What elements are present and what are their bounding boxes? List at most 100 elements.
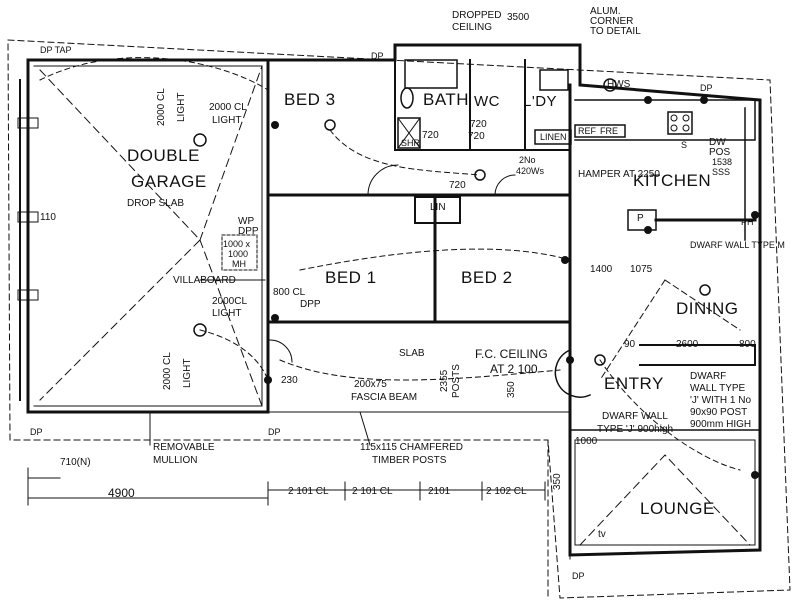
dimension: 2 101 CL — [288, 486, 329, 497]
note: 90x90 POST — [690, 407, 748, 418]
note: POS — [709, 147, 731, 158]
manhole — [221, 234, 258, 271]
dimension: 720 — [449, 180, 466, 191]
note: DW — [709, 137, 726, 148]
dimension: 1000 — [575, 436, 598, 447]
dimension: 350 — [552, 473, 563, 490]
note: DP — [572, 571, 585, 581]
note: ALUM. — [590, 6, 621, 17]
note: F.C. CEILING — [475, 347, 548, 361]
note: 1000 — [228, 249, 249, 259]
dimension: 3500 — [507, 12, 530, 23]
note: DP TAP — [40, 45, 72, 55]
dimension: 2 102 CL — [486, 486, 527, 497]
note: SHR — [401, 138, 421, 148]
note: LIGHT — [176, 92, 187, 122]
room-label-dining: DINING — [676, 299, 739, 318]
note: DROP SLAB — [127, 198, 185, 209]
room-label-entry: ENTRY — [604, 374, 664, 393]
room-label-bed1: BED 1 — [325, 268, 377, 287]
note: WALL TYPE — [690, 383, 746, 394]
note: DPP — [300, 299, 321, 310]
note: 2No — [519, 155, 536, 165]
note: FASCIA BEAM — [351, 392, 418, 403]
note: HWS — [607, 79, 631, 90]
dimension: 720 — [470, 119, 487, 130]
note: REF — [578, 126, 596, 136]
dimension: 2101 — [428, 486, 451, 497]
note: LINEN — [540, 132, 567, 142]
note: DWARF — [690, 371, 727, 382]
note: SLAB — [399, 348, 425, 359]
dimension: 2 101 CL — [352, 486, 393, 497]
note: DWARF WALL TYPE M — [690, 240, 785, 250]
note: 200x75 — [354, 379, 387, 390]
note: TO DETAIL — [590, 26, 641, 37]
note: TIMBER POSTS — [372, 455, 447, 466]
lounge-diagonal — [579, 454, 751, 546]
dimension: 110 — [40, 212, 56, 223]
note: 2000 CL — [156, 88, 167, 126]
dimension: 90 — [624, 339, 636, 350]
dimension: 1075 — [630, 264, 653, 275]
note: LIGHT — [182, 358, 193, 388]
dimension: 230 — [281, 375, 298, 386]
room-label-lounge: LOUNGE — [640, 499, 715, 518]
room-label-bed2: BED 2 — [461, 268, 513, 287]
note: LIGHT — [212, 115, 242, 126]
note: tv — [598, 529, 606, 540]
note: WP — [238, 216, 255, 227]
room-label-ldy: L'DY — [523, 93, 558, 110]
note: POSTS — [451, 364, 462, 398]
dimension: 2600 — [676, 339, 699, 350]
dimension: 4900 — [108, 486, 135, 500]
garage-diagonal — [39, 65, 263, 407]
note: SSS — [712, 167, 731, 177]
note: DPP — [238, 226, 259, 237]
note: REMOVABLE — [153, 442, 215, 453]
note: LIGHT — [212, 308, 242, 319]
note: DWARF WALL — [602, 411, 668, 422]
note: 420Ws — [516, 166, 545, 176]
dimension: 350 — [506, 381, 517, 398]
dim-line — [27, 467, 61, 491]
note: CORNER — [590, 16, 634, 27]
house-wall — [266, 43, 762, 557]
note: LIN — [430, 202, 446, 213]
dimension: 800 — [739, 339, 756, 350]
note: DROPPED — [452, 10, 502, 21]
site-boundary — [7, 39, 791, 599]
dimension: 720 — [468, 131, 485, 142]
note: TYPE 'J' 900high — [597, 424, 674, 435]
dimension: 720 — [422, 130, 439, 141]
note: DP — [700, 83, 713, 93]
dimension: 710(N) — [60, 457, 91, 468]
kitchen-bench — [574, 99, 756, 141]
room-label-garage: DOUBLE — [127, 146, 200, 165]
room-label-bed3: BED 3 — [284, 90, 336, 109]
note: MULLION — [153, 455, 198, 466]
light-points — [193, 78, 711, 366]
note: DP — [30, 427, 43, 437]
note: DP — [268, 427, 281, 437]
note: S — [681, 140, 688, 150]
note: AT 2 100 — [490, 362, 538, 376]
note: 'J' WITH 1 No — [690, 395, 752, 406]
dimension: 2355 — [439, 369, 450, 392]
note: 2000CL — [212, 296, 248, 307]
dimension: 1400 — [590, 264, 613, 275]
note: P — [637, 213, 644, 224]
note: 1000 x — [223, 239, 251, 249]
note: HAMPER AT 2250 — [578, 169, 660, 180]
dimension: 1538 — [712, 157, 733, 167]
note: 800 CL — [273, 287, 306, 298]
note: 115x115 CHAMFERED — [360, 442, 463, 453]
note: CEILING — [452, 22, 493, 33]
note: DP — [371, 51, 384, 61]
door-swing — [367, 164, 399, 196]
room-label-garage-2: GARAGE — [131, 172, 207, 191]
room-label-wc: WC — [474, 93, 500, 110]
room-label-bath: BATH — [423, 90, 470, 109]
note: 900mm HIGH — [690, 419, 752, 430]
